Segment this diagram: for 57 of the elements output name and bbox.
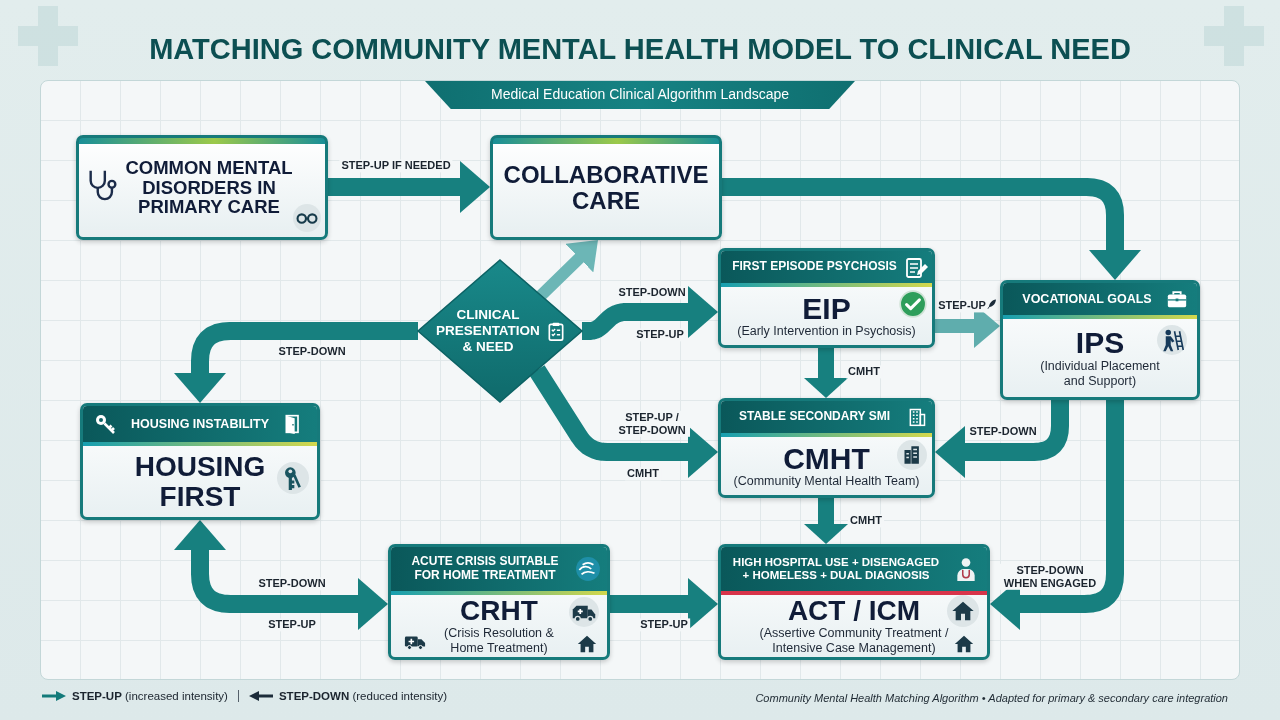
decision-diamond [418,260,582,402]
node-title: ACT / ICM [787,596,921,626]
header-text: HIGH HOSPITAL USE + DISENGAGED + HOMELESS + DUAL DIAGNOSIS [731,555,941,583]
step-note: STEP-UP [266,618,318,632]
edge-label: STEP-UP IF NEEDED [339,159,453,173]
flow-arrow [529,365,718,478]
header-text: STABLE SECONDARY SMI [738,410,891,424]
flow-arrow [804,348,848,398]
edge-label: STEP-UP [936,299,988,313]
edge-label: STEP-DOWN [616,286,688,300]
process-box [1000,280,1200,400]
node-subtitle: (Assertive Community Treatment / Intensive Case Management) [758,625,950,656]
subtitle-banner: Medical Education Clinical Algorithm Landscape [425,81,855,109]
step-note: CMHT [625,467,661,481]
edge-label: STEP-DOWN [276,345,348,359]
process-box [76,135,328,240]
node-title: CRHT [460,596,538,626]
flow-arrow [935,400,1069,478]
node-subtitle: (Early Intervention in Psychosis) [737,324,916,340]
node-title: COLLABORATIVE CARE [502,162,710,213]
node-subtitle: (Community Mental Health Team) [733,474,920,490]
node-title: IPS [1075,327,1125,359]
diagram-title: MATCHING COMMUNITY MENTAL HEALTH MODEL TO CLINICAL NEED [149,34,1131,66]
node-title: CLINICAL PRESENTATION & NEED [435,306,541,356]
step-note: STEP-UP [634,328,686,342]
edge-label: STEP-DOWN [967,425,1039,439]
header-text: HOUSING INSTABILITY [131,416,269,432]
legend-text: STEP-DOWN (reduced intensity) [278,690,448,702]
flow-arrow [328,161,490,213]
node-title: HOUSING FIRST [133,452,267,511]
flow-arrow [722,178,1141,280]
flow-arrow [174,520,388,630]
process-box [718,398,935,498]
process-box [718,248,935,348]
flow-arrow [804,498,848,544]
process-box [490,135,722,240]
flow-arrow [990,400,1124,630]
flow-arrow [174,322,418,403]
process-box [388,544,610,660]
footer-caption: Community Mental Health Matching Algorithm • Adapted for primary & secondary care integration [755,692,1228,704]
node-subtitle: (Individual Placement and Support) [1039,358,1161,389]
node-title: CMHT [783,442,870,475]
flow-arrow [610,578,718,630]
node-subtitle: (Crisis Resolution & Home Treatment) [443,625,555,656]
process-box [718,544,990,660]
legend-text: STEP-UP (increased intensity) [72,690,228,702]
edge-label: STEP-UP [638,618,690,632]
node-title: EIP [802,292,851,325]
node-title: COMMON MENTAL DISORDERS IN PRIMARY CARE [124,158,294,217]
process-box [80,403,320,520]
header-text: VOCATIONAL GOALS [1022,291,1152,307]
flow-arrow [580,286,718,340]
header-text: ACUTE CRISIS SUITABLE FOR HOME TREATMENT [410,555,560,583]
edge-label: STEP-DOWN [256,577,328,591]
header-text: FIRST EPISODE PSYCHOSIS [732,260,897,274]
edge-label: CMHT [846,365,882,379]
edge-label: CMHT [848,514,884,528]
